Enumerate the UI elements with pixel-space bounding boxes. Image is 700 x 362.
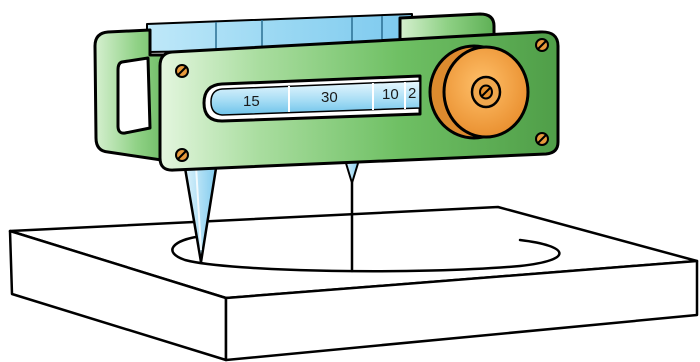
- scale-label-15: 15: [243, 93, 260, 110]
- screw-icon-top-right: [536, 39, 548, 51]
- screw-icon-bottom-left: [176, 149, 188, 161]
- workpiece-block: [10, 207, 697, 360]
- scale-label-2: 2: [408, 85, 416, 102]
- adjustment-knob: [430, 46, 528, 138]
- scale-label-10: 10: [382, 86, 399, 103]
- screw-icon-top-left: [176, 65, 188, 77]
- screw-icon-bottom-right: [536, 133, 548, 145]
- scale-label-30: 30: [321, 89, 338, 106]
